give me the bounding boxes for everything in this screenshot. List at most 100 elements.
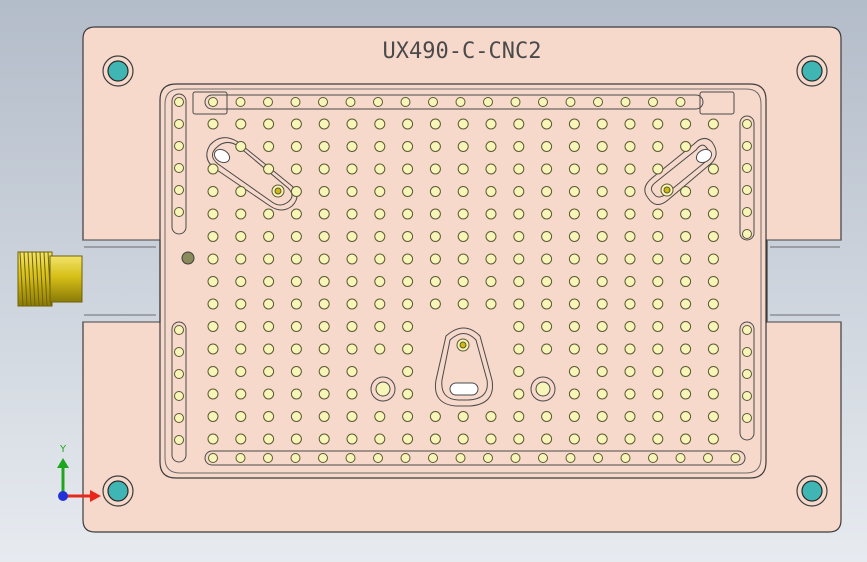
vacuum-hole — [742, 325, 752, 335]
vacuum-hole — [346, 253, 358, 265]
vacuum-hole — [402, 411, 414, 422]
vacuum-hole — [680, 231, 692, 242]
vacuum-hole — [680, 343, 692, 355]
vacuum-hole — [680, 118, 692, 130]
vacuum-hole — [624, 321, 636, 332]
vacuum-hole — [680, 208, 692, 220]
vacuum-hole — [457, 276, 469, 287]
vacuum-hole — [290, 433, 302, 445]
vacuum-hole — [742, 391, 752, 401]
thread-line — [19, 251, 24, 307]
vacuum-hole — [457, 118, 469, 130]
vacuum-hole — [680, 321, 692, 332]
vacuum-hole — [207, 253, 219, 265]
vacuum-hole — [373, 453, 383, 463]
vacuum-hole — [290, 388, 302, 400]
vacuum-hole — [680, 141, 692, 152]
vacuum-hole — [707, 388, 719, 400]
vacuum-hole — [402, 343, 414, 355]
vacuum-hole — [648, 453, 658, 463]
vacuum-hole — [455, 453, 466, 463]
vacuum-hole — [742, 185, 752, 195]
vacuum-hole — [742, 347, 752, 357]
vacuum-hole — [707, 253, 719, 265]
vacuum-hole — [235, 118, 247, 130]
vacuum-hole — [596, 118, 608, 130]
vacuum-hole — [541, 411, 553, 422]
vacuum-hole — [290, 453, 301, 463]
vacuum-hole — [318, 366, 330, 377]
vacuum-hole — [596, 276, 608, 287]
vacuum-hole — [290, 411, 302, 422]
vacuum-hole — [290, 253, 302, 265]
vacuum-hole — [541, 163, 553, 175]
vacuum-hole — [596, 141, 608, 152]
vacuum-hole — [318, 141, 330, 152]
vacuum-hole — [457, 231, 469, 242]
vacuum-hole — [346, 276, 358, 287]
vacuum-hole — [235, 141, 247, 152]
vacuum-hole — [455, 97, 466, 107]
vacuum-hole — [263, 253, 275, 265]
mounting-hole-top-right[interactable] — [796, 55, 828, 87]
mounting-hole-bottom-left[interactable] — [102, 475, 134, 507]
vacuum-hole — [207, 366, 219, 377]
vacuum-hole — [707, 298, 719, 310]
vacuum-hole — [402, 231, 414, 242]
vacuum-hole — [402, 388, 414, 400]
center-teardrop-pocket — [434, 327, 494, 407]
mounting-hole-bottom-right[interactable] — [796, 475, 828, 507]
thread-line — [39, 251, 44, 307]
vacuum-hole — [568, 231, 580, 242]
plate-joint-lines — [83, 239, 841, 323]
vacuum-hole — [402, 366, 414, 377]
vacuum-hole — [346, 321, 358, 332]
vacuum-hole — [402, 298, 414, 310]
vacuum-hole — [541, 118, 553, 130]
vacuum-hole — [174, 369, 184, 379]
vacuum-hole — [290, 298, 302, 310]
vacuum-hole — [568, 321, 580, 332]
vacuum-hole — [207, 321, 219, 332]
vacuum-hole — [624, 163, 636, 175]
vacuum-hole — [680, 388, 692, 400]
vacuum-hole — [207, 388, 219, 400]
vacuum-hole — [207, 433, 219, 445]
vacuum-hole — [318, 97, 328, 107]
mounting-hole-top-left[interactable] — [102, 55, 134, 87]
vacuum-hole — [235, 231, 247, 242]
vacuum-hole — [596, 433, 608, 445]
vacuum-hole — [568, 118, 580, 130]
vacuum-hole — [457, 433, 469, 445]
vacuum-hole — [568, 186, 580, 197]
vacuum-hole — [652, 321, 664, 332]
vacuum-hole — [624, 276, 636, 287]
vacuum-hole — [235, 343, 247, 355]
vacuum-hole — [429, 298, 441, 310]
vacuum-hole — [429, 253, 441, 265]
vacuum-hole — [457, 253, 469, 265]
vacuum-hole — [596, 208, 608, 220]
vacuum-hole — [374, 208, 386, 220]
vacuum-hole — [541, 321, 553, 332]
vacuum-hole — [346, 141, 358, 152]
vacuum-hole — [207, 411, 219, 422]
vacuum-hole — [568, 298, 580, 310]
vacuum-hole — [429, 231, 441, 242]
vacuum-hole — [513, 321, 525, 332]
vacuum-hole — [707, 366, 719, 377]
vacuum-hole — [174, 141, 184, 151]
vacuum-hole — [263, 97, 273, 107]
vacuum-hole — [652, 231, 664, 242]
vacuum-hole — [374, 276, 386, 287]
vacuum-hole — [596, 388, 608, 400]
vacuum-hole — [457, 298, 469, 310]
vacuum-hole — [680, 411, 692, 422]
vacuum-hole — [652, 366, 664, 377]
vacuum-hole — [346, 433, 358, 445]
vacuum-hole — [565, 97, 576, 107]
vacuum-hole — [513, 343, 525, 355]
vacuum-hole — [263, 343, 275, 355]
vacuum-hole-grid — [174, 97, 752, 463]
